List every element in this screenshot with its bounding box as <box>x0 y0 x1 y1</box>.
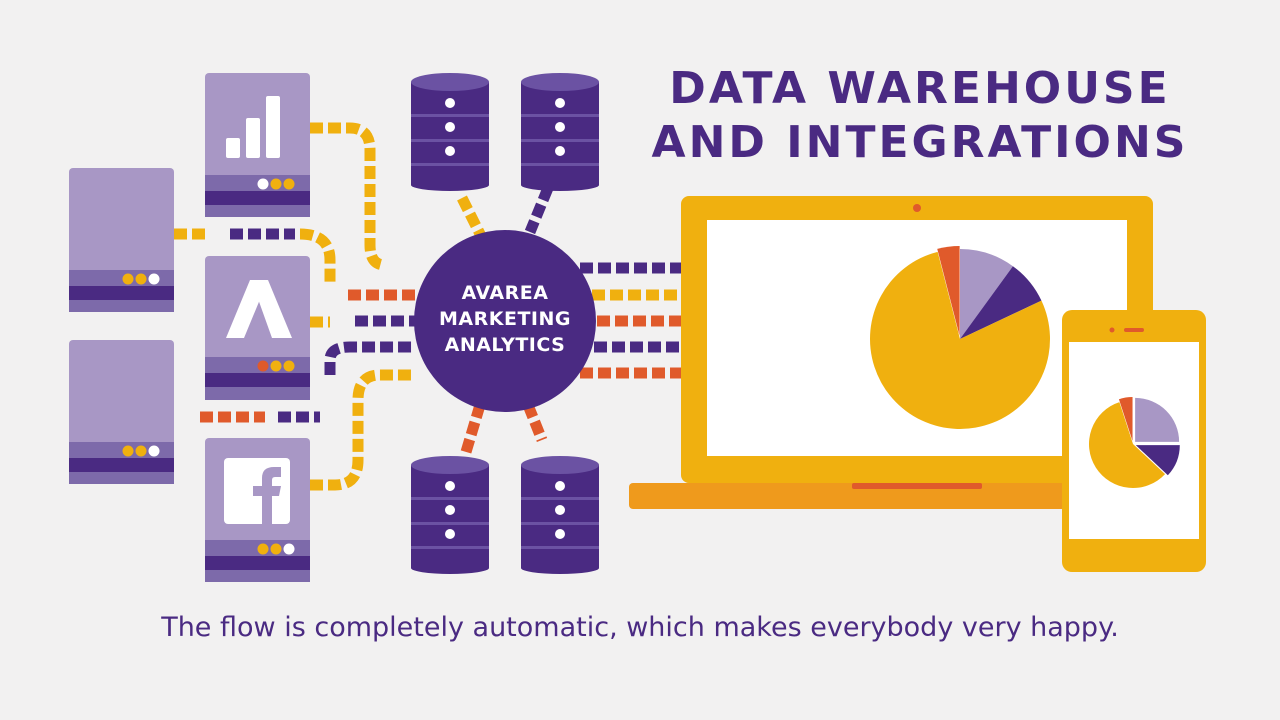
source-adwords <box>205 256 310 400</box>
flow-line <box>310 122 386 271</box>
title-line-1: DATA WAREHOUSE <box>669 63 1171 114</box>
data-flow-lines <box>174 122 685 491</box>
bar-chart-icon <box>226 96 280 158</box>
phone-pie-chart <box>1089 397 1180 488</box>
facebook-icon <box>224 458 290 524</box>
database-icon <box>411 73 489 191</box>
pie-slice <box>870 251 1050 430</box>
source-analytics <box>205 73 310 217</box>
pie-slice <box>960 249 1013 339</box>
database-icon <box>411 456 489 574</box>
hub-label: AVAREA MARKETING ANALYTICS <box>414 280 596 358</box>
pie-slice <box>1118 397 1133 442</box>
caption: The flow is completely automatic, which … <box>161 612 1119 643</box>
flow-line <box>460 403 486 454</box>
adwords-icon <box>226 280 292 338</box>
hub-label-line-1: AVAREA <box>461 282 549 304</box>
laptop-icon <box>629 196 1205 509</box>
pie-slice <box>960 266 1042 339</box>
smartphone-icon <box>1062 310 1206 572</box>
analytics-hub <box>414 230 596 412</box>
pie-slice <box>1135 397 1180 442</box>
database-icon <box>521 73 599 191</box>
hub-label-line-2: MARKETING <box>439 308 571 330</box>
flow-line <box>310 369 415 491</box>
pie-slice <box>1135 445 1180 476</box>
hub-label-line-3: ANALYTICS <box>444 334 566 356</box>
page-title: DATA WAREHOUSE AND INTEGRATIONS <box>640 62 1200 170</box>
pie-slice <box>937 246 960 337</box>
flow-line <box>524 185 554 235</box>
server-left-bottom <box>69 340 174 484</box>
laptop-pie-chart <box>870 246 1050 430</box>
title-line-2: AND INTEGRATIONS <box>651 117 1189 168</box>
flow-line <box>324 341 415 375</box>
flow-line <box>299 228 336 282</box>
server-left-top <box>69 168 174 312</box>
flow-line <box>457 195 487 241</box>
database-icon <box>521 456 599 574</box>
pie-slice <box>1089 402 1166 488</box>
source-facebook <box>205 438 310 582</box>
flow-line <box>522 402 548 443</box>
